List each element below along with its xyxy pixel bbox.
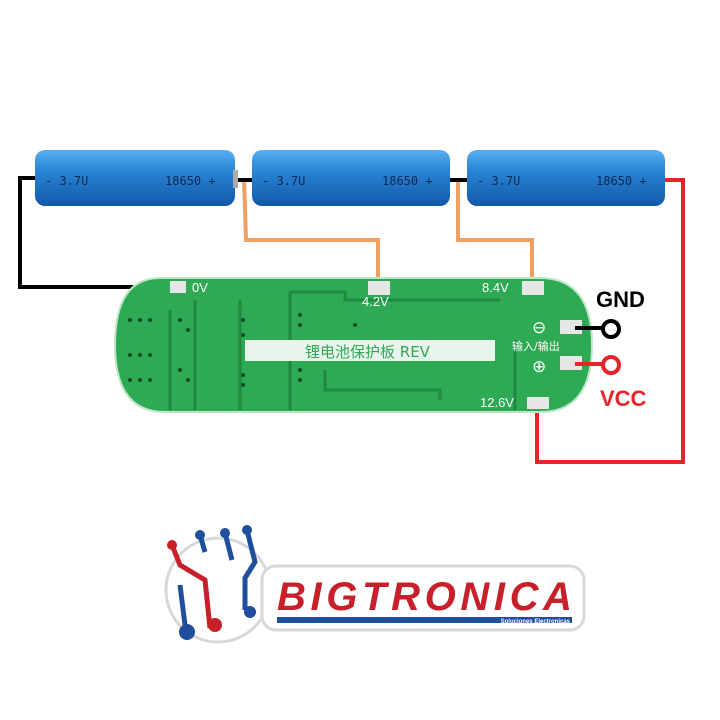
- pad-label-4-2v: 4.2V: [362, 294, 389, 309]
- pad-vcc: [560, 356, 582, 370]
- plus-icon: ⊕: [532, 357, 546, 377]
- gnd-label: GND: [596, 287, 645, 312]
- protection-board: 锂电池保护板 REV 0V 4.2V 8.4V 12.6V ⊖ ⊕ 输入/输出: [113, 277, 594, 413]
- vcc-label: VCC: [600, 386, 647, 411]
- pad-label-12-6v: 12.6V: [480, 395, 514, 410]
- orange-wire-2: [456, 180, 534, 292]
- bigtronica-logo: BIGTRONICA Soluciones Electronicas: [164, 525, 586, 644]
- pad-gnd: [560, 320, 582, 334]
- red-wire: [535, 178, 685, 464]
- pad-4-2v: [368, 281, 390, 295]
- pad-label-0v: 0V: [192, 280, 208, 295]
- board-silkscreen-text: 锂电池保护板 REV: [305, 343, 431, 361]
- vcc-terminal-icon: [601, 355, 621, 375]
- logo-name: BIGTRONICA: [277, 575, 572, 619]
- pad-0v: [170, 281, 186, 293]
- pad-12-6v: [527, 397, 549, 409]
- gnd-terminal-icon: [601, 319, 621, 339]
- battery-voltage-label: - 3.7U: [45, 174, 88, 188]
- battery-2: - 3.7U 18650 +: [252, 150, 450, 206]
- orange-wire-1: [242, 177, 380, 292]
- black-wire: [18, 176, 182, 289]
- battery-model-label: 18650 +: [596, 174, 647, 188]
- minus-icon: ⊖: [532, 318, 546, 338]
- pad-8-4v: [522, 281, 544, 295]
- battery-model-label: 18650 +: [382, 174, 433, 188]
- battery-voltage-label: - 3.7U: [262, 174, 305, 188]
- battery-model-label: 18650 +: [165, 174, 216, 188]
- battery-3: - 3.7U 18650 +: [467, 150, 665, 206]
- battery-voltage-label: - 3.7U: [477, 174, 520, 188]
- logo-tagline: Soluciones Electronicas: [501, 619, 571, 625]
- battery-1: - 3.7U 18650 +: [35, 150, 238, 206]
- io-label: 输入/输出: [512, 339, 560, 353]
- pad-label-8-4v: 8.4V: [482, 280, 509, 295]
